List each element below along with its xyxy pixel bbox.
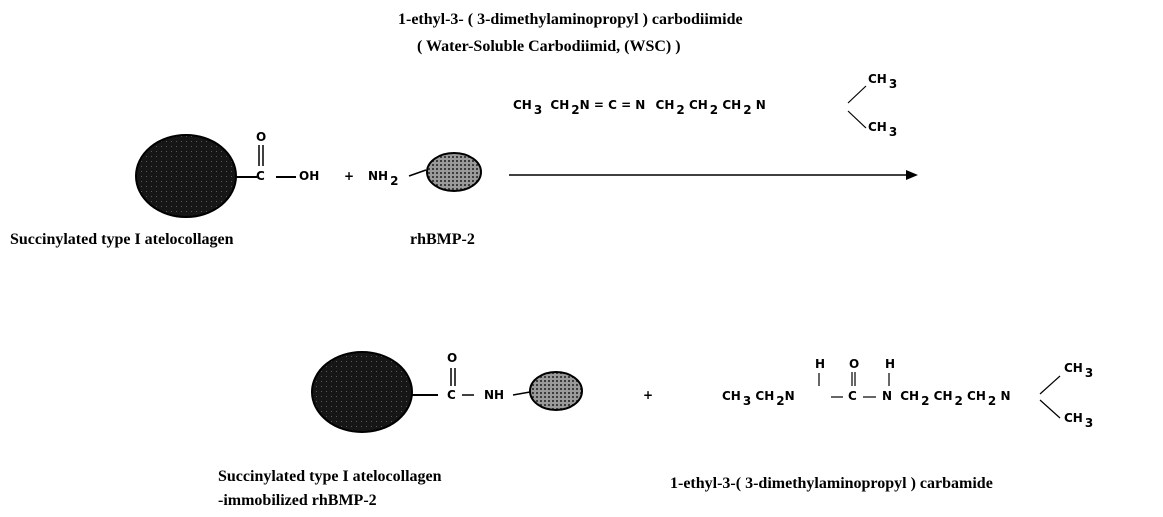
reagent-subtitle: ( Water-Soluble Carbodiimid, (WSC) ) xyxy=(417,38,681,55)
collagen-sphere xyxy=(135,134,237,218)
collagen-label: Succinylated type I atelocollagen xyxy=(10,231,234,248)
conjugate-label-line1: Succinylated type I atelocollagen xyxy=(218,468,442,485)
plus-products: + xyxy=(643,388,654,402)
urea-oxygen: O xyxy=(849,357,860,371)
urea-branch-down xyxy=(1039,399,1061,419)
product-bmp-sphere xyxy=(529,371,583,411)
nh2-bond xyxy=(408,169,427,177)
carbonyl-oxygen: O xyxy=(256,130,267,144)
bmp-label: rhBMP-2 xyxy=(410,231,475,248)
urea-h1: H xyxy=(815,357,826,371)
carbonyl-carbon: C xyxy=(256,169,265,183)
product-nh-bmp-bond xyxy=(512,391,531,396)
bmp-sphere xyxy=(426,152,482,192)
wsc-branch-up xyxy=(847,85,867,104)
plus-reactants: + xyxy=(344,169,355,183)
product-carbonyl-carbon: C xyxy=(447,388,456,402)
hydroxyl: OH xyxy=(299,169,320,183)
urea-h2: H xyxy=(885,357,896,371)
carbamide-label: 1-ethyl-3-( 3-dimethylaminopropyl ) carb… xyxy=(670,475,993,492)
product-collagen-sphere xyxy=(311,351,413,433)
reaction-arrowhead xyxy=(906,170,918,180)
product-amide-nh: NH xyxy=(484,388,505,402)
reagent-name: 1-ethyl-3- ( 3-dimethylaminopropyl ) car… xyxy=(398,11,743,28)
urea-branch-up xyxy=(1039,375,1061,395)
wsc-branch-down xyxy=(847,110,867,129)
conjugate-label-line2: -immobilized rhBMP-2 xyxy=(218,492,377,509)
urea-carbon: C xyxy=(848,389,857,403)
product-carbonyl-oxygen: O xyxy=(447,351,458,365)
